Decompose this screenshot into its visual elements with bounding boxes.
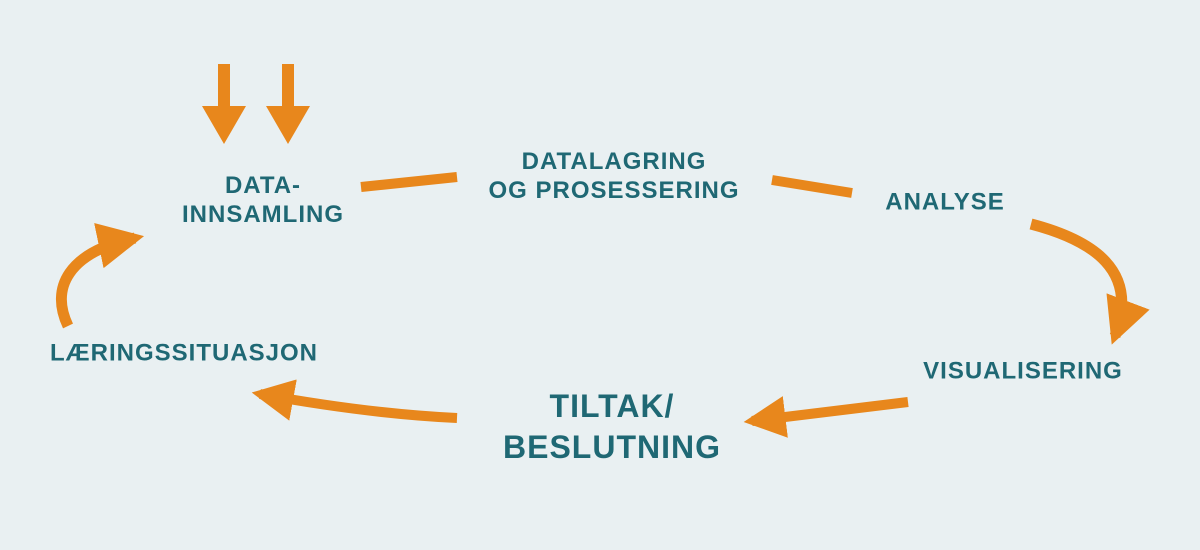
curved-arrow-analyse-to-visualisering	[1029, 218, 1150, 345]
node-tiltak-line1: TILTAK/	[549, 388, 675, 424]
connector-datalagring-analyse	[771, 175, 853, 198]
node-analyse: ANALYSE	[885, 188, 1005, 216]
arrow-visualisering-to-tiltak	[743, 396, 909, 438]
node-visualisering: VISUALISERING	[923, 357, 1123, 385]
node-laeringssituasjon: LÆRINGSSITUASJON	[49, 339, 319, 367]
connector-datainnsamling-datalagring	[360, 172, 458, 192]
node-datalagring-line1: DATALAGRING	[521, 148, 707, 175]
node-datalagring: DATALAGRING OG PROSESSERING	[488, 147, 739, 205]
node-tiltak-line2: BESLUTNING	[503, 429, 721, 465]
down-arrow-icon	[266, 64, 310, 144]
node-tiltak-beslutning: TILTAK/ BESLUTNING	[503, 386, 721, 468]
curved-arrow-laeringssituasjon-to-datainnsamling	[55, 222, 145, 329]
node-datainnsamling-line1: DATA-	[224, 172, 302, 199]
down-arrow-icon	[202, 64, 246, 144]
node-datainnsamling: DATA- INNSAMLING	[182, 171, 344, 229]
node-datainnsamling-line2: INNSAMLING	[182, 201, 344, 228]
arrow-tiltak-to-laeringssituasjon	[251, 379, 458, 423]
node-datalagring-line2: OG PROSESSERING	[488, 177, 740, 204]
